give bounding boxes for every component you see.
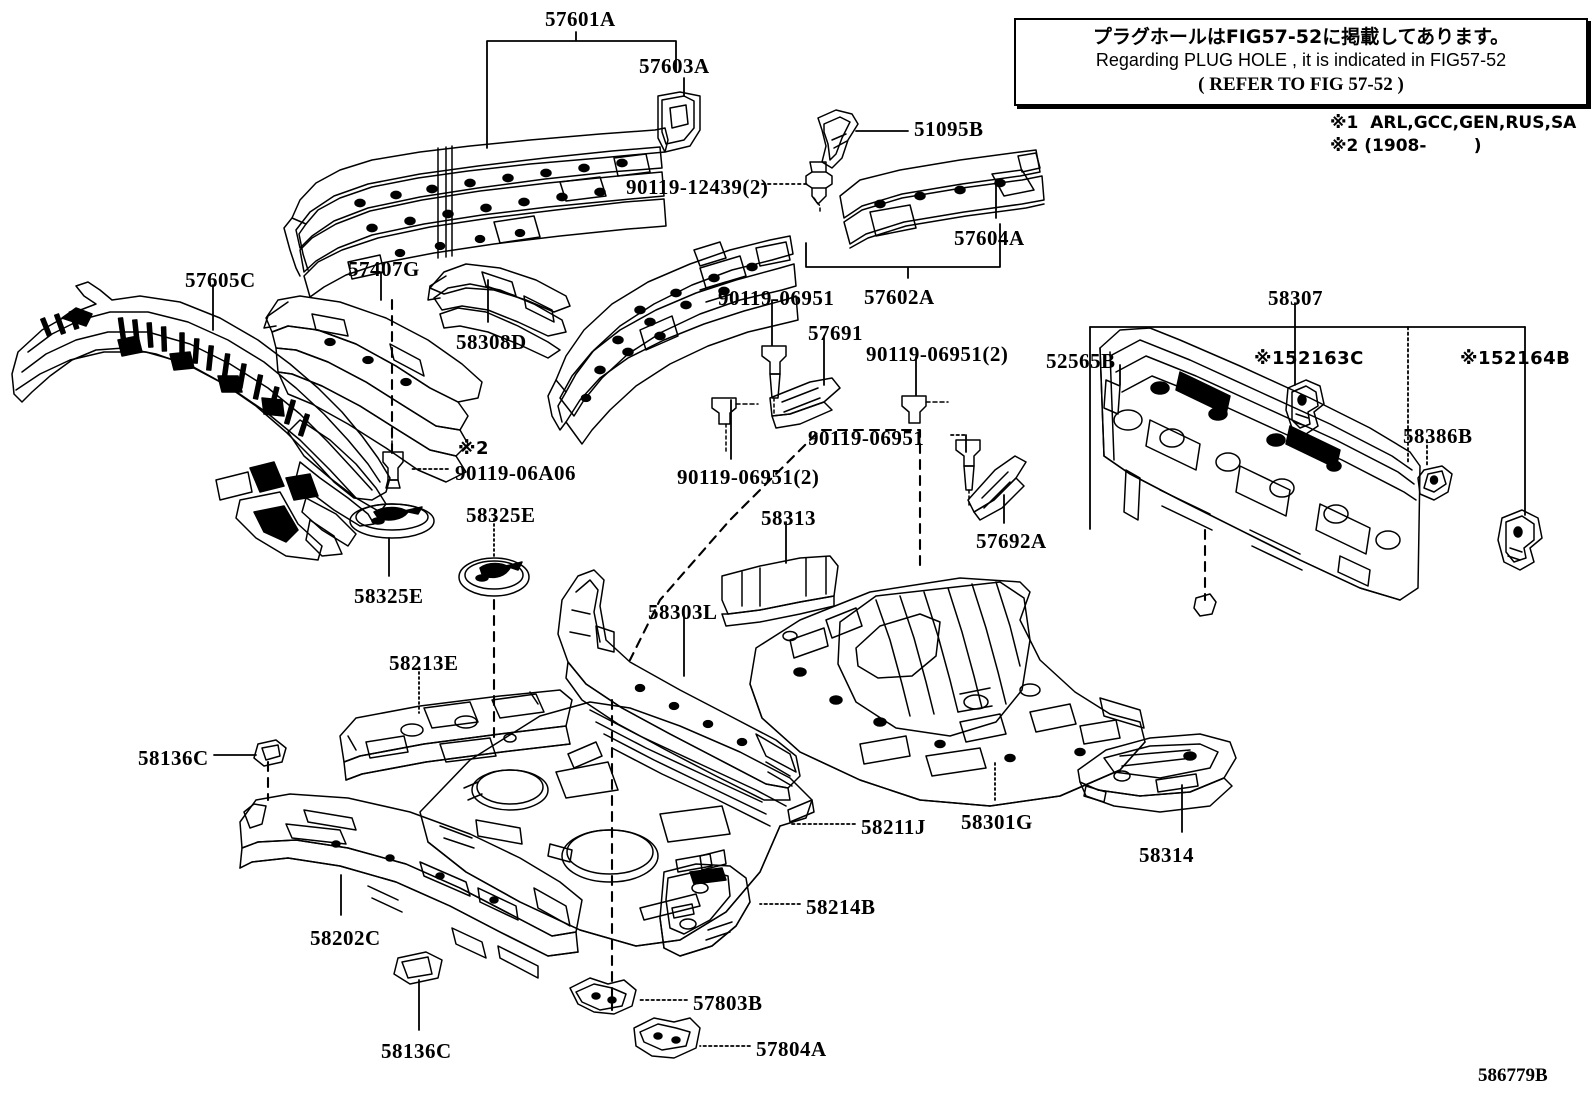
part-label-58136C-b[interactable]: 58136C: [381, 1039, 452, 1063]
part-58386B-shape: [1417, 465, 1453, 501]
part-label-90119-06951-a[interactable]: 90119-06951: [718, 286, 835, 310]
part-58314-shape: [1077, 733, 1237, 813]
part-57601A-shape: [283, 127, 669, 298]
part-label-90119-06951-d[interactable]: 90119-06951(2): [677, 465, 820, 489]
part-label-57691[interactable]: 57691: [808, 321, 863, 345]
part-57605C-shape: [11, 281, 391, 561]
part-58325E-a-shape: [349, 503, 435, 539]
part-label-57601A[interactable]: 57601A: [545, 7, 616, 31]
part-label-57604A[interactable]: 57604A: [954, 226, 1025, 250]
figure-id: 586779B: [1478, 1065, 1548, 1086]
part-58313-shape: [721, 555, 839, 627]
part-label-58301G[interactable]: 58301G: [961, 810, 1033, 834]
part-90119-06A06-bolt: [382, 425, 404, 489]
part-52163C-shape: [1285, 379, 1325, 435]
part-58136C-a-shape: [253, 739, 287, 767]
part-label-57602A[interactable]: 57602A: [864, 285, 935, 309]
part-58301G-shape: [749, 577, 1146, 807]
part-label-90119-06A06[interactable]: 90119-06A06: [455, 461, 576, 485]
part-rear-body-small-bracket: [1193, 593, 1217, 617]
side-note-2: ※2 (1908- ): [1330, 136, 1482, 156]
part-label-52163C[interactable]: ※152163C: [1254, 348, 1364, 369]
note-line-refer: ( REFER TO FIG 57-52 ): [1198, 73, 1404, 95]
part-label-58308D[interactable]: 58308D: [456, 330, 527, 354]
asterisk-2-marker: ※2: [458, 438, 490, 459]
part-57803B-shape: [569, 977, 637, 1015]
part-58136C-b-shape: [393, 951, 443, 985]
part-label-58213E[interactable]: 58213E: [389, 651, 459, 675]
part-label-57605C[interactable]: 57605C: [185, 268, 256, 292]
part-57602A-shape: [547, 235, 799, 445]
part-52164B-shape: [1497, 509, 1543, 571]
part-label-58325E-a[interactable]: 58325E: [354, 584, 424, 608]
part-label-90119-06951-c[interactable]: 90119-06951: [808, 426, 925, 450]
part-90119-12439-bolt: [805, 161, 833, 213]
part-57407G-shape: [263, 295, 483, 483]
part-57691-shape: [769, 377, 841, 429]
part-58202C-shape: [239, 793, 583, 979]
part-58307-shape: [1099, 327, 1421, 601]
part-label-58214B[interactable]: 58214B: [806, 895, 876, 919]
part-label-57804A[interactable]: 57804A: [756, 1037, 827, 1061]
note-line-english: Regarding PLUG HOLE , it is indicated in…: [1095, 50, 1507, 71]
part-label-57803B[interactable]: 57803B: [693, 991, 763, 1015]
part-label-90119-06951-b[interactable]: 90119-06951(2): [866, 342, 1009, 366]
bolt-group-06951: [711, 345, 981, 507]
part-label-58136C-a[interactable]: 58136C: [138, 746, 209, 770]
part-57692A-shape: [967, 455, 1027, 521]
side-note-1: ※1 ARL,GCC,GEN,RUS,SA: [1330, 113, 1577, 133]
part-58214B-shape: [659, 863, 751, 957]
part-label-90119-12439[interactable]: 90119-12439(2): [626, 175, 769, 199]
part-58303L-shape: [557, 569, 801, 801]
part-57604A-shape: [839, 149, 1045, 249]
part-label-58202C[interactable]: 58202C: [310, 926, 381, 950]
plug-hole-note-box: プラグホールはFIG57-52に掲載してあります。 Regarding PLUG…: [1014, 18, 1588, 107]
part-label-57603A[interactable]: 57603A: [639, 54, 710, 78]
part-label-58313[interactable]: 58313: [761, 506, 816, 530]
part-51095B-shape: [817, 109, 859, 169]
part-label-58211J[interactable]: 58211J: [861, 815, 926, 839]
part-58211J-shape: [419, 701, 815, 947]
part-label-58386B[interactable]: 58386B: [1403, 424, 1473, 448]
part-label-58314[interactable]: 58314: [1139, 843, 1194, 867]
part-57603A-shape: [657, 91, 701, 153]
part-label-58325E-b[interactable]: 58325E: [466, 503, 536, 527]
part-label-58307[interactable]: 58307: [1268, 286, 1323, 310]
leader-lines: [212, 31, 1526, 1047]
part-label-52565B[interactable]: 52565B: [1046, 349, 1116, 373]
part-58213E-shape: [339, 689, 573, 781]
part-58308D-shape: [427, 263, 571, 359]
part-57804A-shape: [633, 1017, 701, 1059]
part-label-51095B[interactable]: 51095B: [914, 117, 984, 141]
part-58325E-b-shape: [458, 557, 530, 597]
note-line-japanese: プラグホールはFIG57-52に掲載してあります。: [1092, 26, 1510, 48]
part-label-57692A[interactable]: 57692A: [976, 529, 1047, 553]
part-label-57407G[interactable]: 57407G: [348, 257, 420, 281]
part-label-58303L[interactable]: 58303L: [648, 600, 718, 624]
part-label-52164B[interactable]: ※152164B: [1460, 348, 1571, 369]
